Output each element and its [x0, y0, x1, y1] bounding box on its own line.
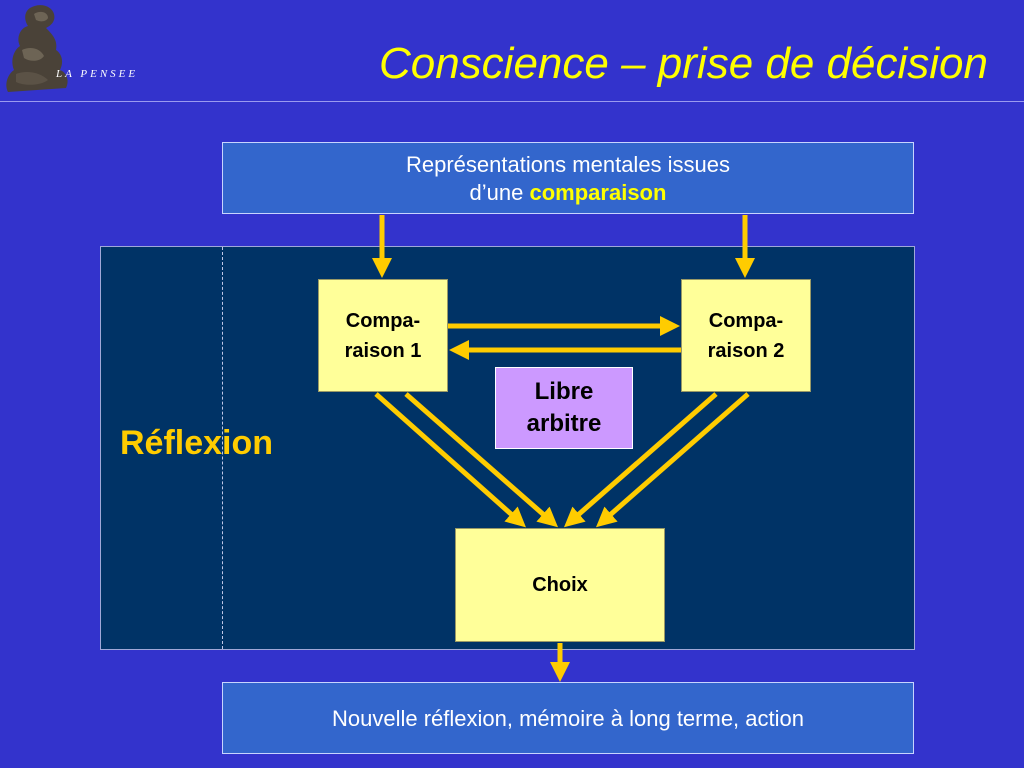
reflection-label: Réflexion [120, 424, 274, 462]
logo: LA PENSEE [0, 0, 150, 100]
top-box-line-2: d’une comparaison [223, 179, 913, 207]
slide-title: Conscience – prise de décision [378, 39, 988, 88]
choice-node: Choix [455, 528, 665, 642]
outcome-box: Nouvelle réflexion, mémoire à long terme… [222, 682, 914, 754]
comparison-highlight: comparaison [529, 180, 667, 205]
comparison-1-label: Compa- raison 1 [344, 309, 422, 362]
comparison-1-node: Compa- raison 1 [318, 279, 448, 392]
free-will-node: Libre arbitre [495, 367, 633, 449]
mental-representations-box: Représentations mentales issues d’une co… [222, 142, 914, 214]
dashed-divider [222, 247, 223, 649]
top-box-line-2-prefix: d’une [469, 180, 530, 205]
free-will-label: Libre arbitre [526, 378, 602, 437]
comparison-2-node: Compa- raison 2 [681, 279, 811, 392]
choice-label: Choix [532, 574, 588, 596]
comparison-2-label: Compa- raison 2 [707, 309, 785, 362]
logo-text: LA PENSEE [56, 68, 139, 80]
title-divider [0, 101, 1024, 102]
thinker-statue-icon [6, 5, 68, 92]
top-box-line-1: Représentations mentales issues [405, 152, 731, 177]
